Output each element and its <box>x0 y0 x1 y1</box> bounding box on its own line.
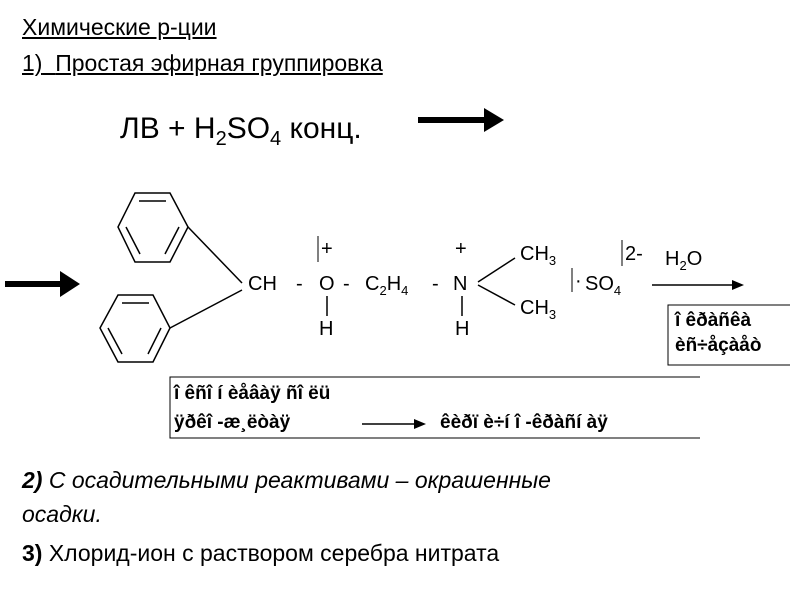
ch3-top-sub: 3 <box>548 253 557 268</box>
item-3: 3) Хлорид-ион с раствором серебра нитрат… <box>22 540 499 567</box>
item-3-number: 3) <box>22 540 43 566</box>
right-box-line-1: î êðàñêà <box>675 310 752 331</box>
equation-so: SO <box>226 112 271 145</box>
label-dash-1: - <box>296 273 303 295</box>
bottom-arrow-icon <box>362 419 426 429</box>
item-2-text-cont: осадки. <box>22 501 102 527</box>
bottom-box-line-2-right: êèðï è÷í î -êðàñí àÿ <box>440 412 608 433</box>
water-arrow-icon <box>652 280 744 290</box>
item-1-number: 1) <box>22 50 43 76</box>
label-h: H <box>386 273 402 295</box>
bottom-box-border <box>169 376 700 439</box>
label-ch3-bottom: CH3 <box>520 297 556 322</box>
item-2-number: 2) <box>22 467 43 493</box>
bond-ring-bottom <box>169 289 243 329</box>
bottom-box-line-2-left: ÿðêî -æ¸ëòàÿ <box>174 412 291 433</box>
label-h-o: H <box>319 318 334 340</box>
reaction-equation: ЛВ + H2SO4 конц. <box>120 112 362 151</box>
bond-n-ch3-top <box>477 257 516 283</box>
h2o-sub: 2 <box>679 258 687 273</box>
label-h-sub: 4 <box>401 283 409 298</box>
label-dash-2: - <box>343 273 350 295</box>
so4-sub: 4 <box>613 283 622 298</box>
top-arrow-icon <box>418 108 504 132</box>
equation-sub-2: 4 <box>270 128 282 150</box>
label-h-n: H <box>455 318 470 340</box>
item-2: 2) С осадительными реактивами – окрашенн… <box>22 463 551 531</box>
left-arrow-icon <box>5 271 80 297</box>
item-3-text: Хлорид-ион с раствором серебра нитрата <box>42 540 500 566</box>
label-dot: · <box>575 270 582 292</box>
label-charge-2minus: 2- <box>625 243 643 265</box>
item-1-text: Простая эфирная группировка <box>55 50 383 76</box>
ch3-top-text: CH <box>520 243 549 265</box>
plus-charge-o: + <box>321 238 333 260</box>
label-h2o: H2O <box>665 248 702 273</box>
h2o-o: O <box>686 248 703 270</box>
bond-n-ch3-bottom <box>477 284 516 306</box>
label-o: O <box>319 273 335 295</box>
ch3-bottom-text: CH <box>520 297 549 319</box>
plus-charge-n: + <box>455 238 467 260</box>
label-so4: SO4 <box>585 273 621 298</box>
label-c2h4: C2H4 <box>365 273 408 298</box>
ch3-bottom-sub: 3 <box>548 307 557 322</box>
bond-ring-top <box>187 226 243 284</box>
so4-text: SO <box>585 273 614 295</box>
label-n: N <box>453 273 468 295</box>
label-c: C <box>365 273 380 295</box>
page-title: Химические р-ции <box>22 14 217 40</box>
item-1-heading: 1) Простая эфирная группировка <box>22 50 383 77</box>
label-ch3-top: CH3 <box>520 243 556 268</box>
label-dash-3: - <box>432 273 439 295</box>
equation-sub-1: 2 <box>215 128 227 150</box>
equation-lhs: ЛВ + H <box>120 112 216 145</box>
h2o-h: H <box>665 248 680 270</box>
right-box-line-2: èñ÷åçàåò <box>675 335 762 356</box>
label-c-sub: 2 <box>379 283 387 298</box>
right-box-border <box>667 304 790 366</box>
bottom-box-line-1: î êñî í èåâàÿ ñî ëü <box>174 383 331 404</box>
equation-rhs: конц. <box>281 112 362 145</box>
benzene-ring-bottom-icon <box>99 294 171 363</box>
label-ch: CH <box>248 273 277 295</box>
item-2-text: С осадительными реактивами – окрашенные <box>42 467 551 493</box>
benzene-ring-top-icon <box>117 192 189 263</box>
